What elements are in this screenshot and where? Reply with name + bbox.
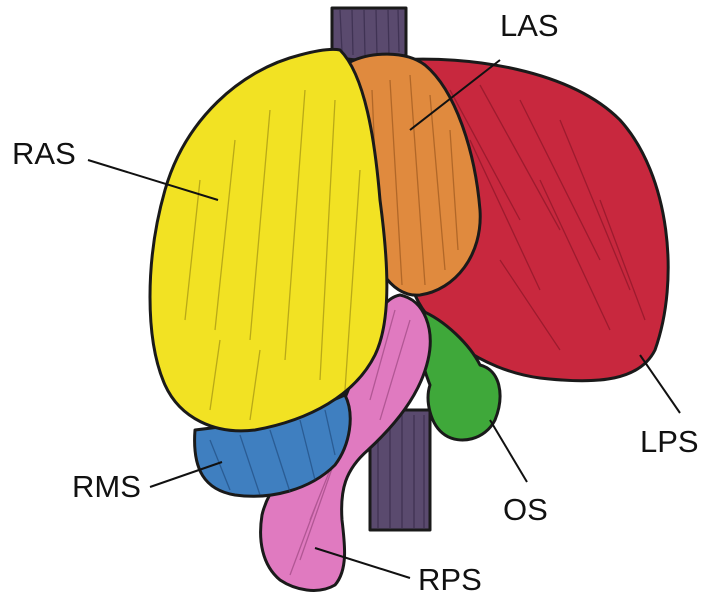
ras-region xyxy=(150,49,387,430)
label-lps: LPS xyxy=(640,424,699,459)
label-ras: RAS xyxy=(12,136,76,171)
label-las: LAS xyxy=(500,8,559,43)
label-rms: RMS xyxy=(72,469,141,504)
label-os: OS xyxy=(503,492,548,527)
os-leader xyxy=(490,420,527,482)
label-rps: RPS xyxy=(418,562,482,597)
lps-leader xyxy=(640,355,680,413)
